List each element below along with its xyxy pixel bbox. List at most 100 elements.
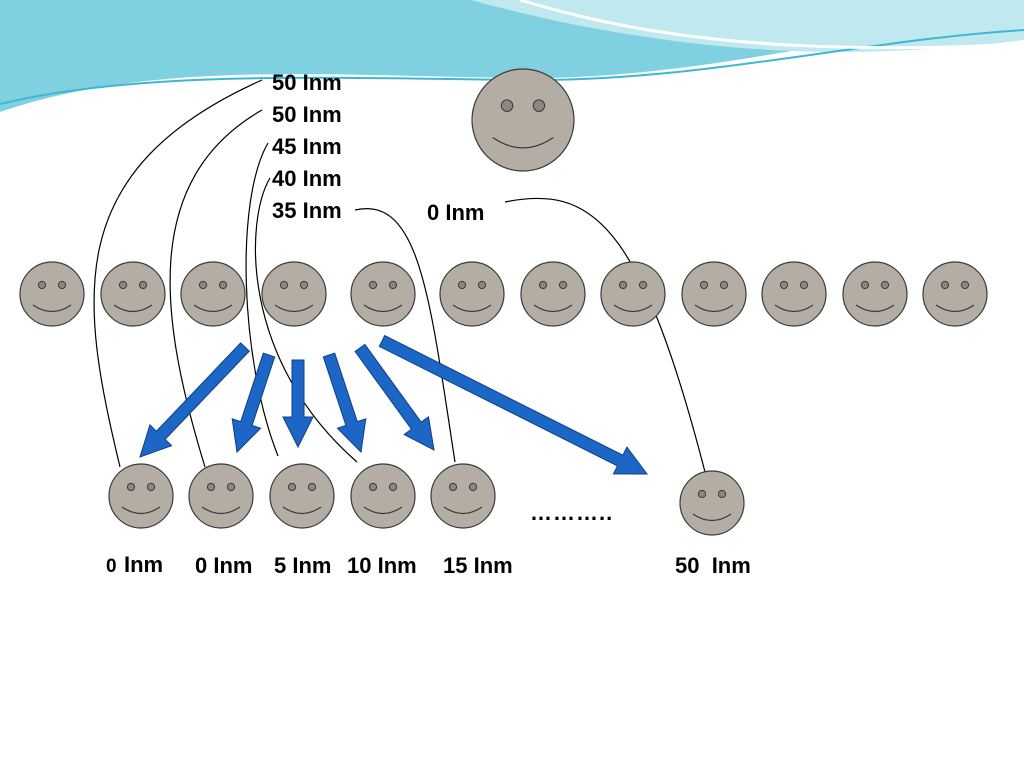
face-circle [439, 261, 505, 327]
face-circle [350, 463, 416, 529]
smiley-face-icon [600, 261, 666, 327]
face-mouth [492, 137, 554, 149]
face-eye [126, 482, 136, 492]
smiley-face-icon [439, 261, 505, 327]
face-eye [500, 99, 514, 112]
face-eye [138, 280, 148, 290]
face-mouth [774, 304, 814, 313]
face-eye [448, 482, 458, 492]
bottom-label-2: 5 Inm [274, 553, 332, 578]
face-mouth [692, 513, 732, 522]
smiley-face-icon [471, 68, 575, 172]
face-eye [618, 280, 628, 290]
face-circle [471, 68, 575, 172]
face-eye [388, 482, 398, 492]
bottom-label-0-prefix: 0 [106, 556, 117, 577]
arrow-icon [322, 352, 367, 454]
smiley-face-icon [842, 261, 908, 327]
face-mouth [113, 304, 153, 313]
face-circle [842, 261, 908, 327]
face-eye [697, 489, 707, 499]
face-eye [477, 280, 487, 290]
face-mouth [193, 304, 233, 313]
face-mouth [935, 304, 975, 313]
smiley-face-icon [681, 261, 747, 327]
top-stack-label-5: 35 Inm [272, 198, 342, 223]
face-mouth [363, 506, 403, 515]
face-mouth [363, 304, 403, 313]
face-circle [261, 261, 327, 327]
face-eye [960, 280, 970, 290]
face-eye [206, 482, 216, 492]
face-mouth [452, 304, 492, 313]
arrow-icon [231, 352, 276, 454]
face-eye [799, 280, 809, 290]
face-mouth [533, 304, 573, 313]
arrow-icon [378, 334, 649, 475]
smiley-face-icon [430, 463, 496, 529]
smiley-face-icon [922, 261, 988, 327]
faces-layer [19, 68, 988, 536]
face-circle [430, 463, 496, 529]
face-eye [457, 280, 467, 290]
face-circle [19, 261, 85, 327]
smiley-face-icon [100, 261, 166, 327]
face-circle [679, 470, 745, 536]
bottom-label-last: 50 Inm [675, 553, 751, 578]
face-eye [538, 280, 548, 290]
face-mouth [443, 506, 483, 515]
top-stack-label-1: 50 Inm [272, 70, 342, 95]
face-circle [180, 261, 246, 327]
curve-f [504, 197, 706, 473]
bottom-label-3: 10 Inm [347, 553, 417, 578]
face-eye [279, 280, 289, 290]
face-eye [468, 482, 478, 492]
face-eye [226, 482, 236, 492]
face-circle [108, 463, 174, 529]
face-mouth [855, 304, 895, 313]
smiley-face-icon [679, 470, 745, 536]
smiley-face-icon [350, 261, 416, 327]
curve-e [354, 208, 456, 463]
header-waves [0, 0, 1024, 112]
smiley-face-icon [520, 261, 586, 327]
smiley-face-icon [180, 261, 246, 327]
face-eye [307, 482, 317, 492]
face-mouth [694, 304, 734, 313]
face-mouth [32, 304, 72, 313]
face-circle [600, 261, 666, 327]
face-eye [779, 280, 789, 290]
wave-mid [470, 0, 1024, 52]
face-eye [388, 280, 398, 290]
curve-c [245, 142, 279, 457]
face-mouth [613, 304, 653, 313]
arrows-layer [139, 334, 649, 475]
face-circle [269, 463, 335, 529]
face-circle [520, 261, 586, 327]
wave-line-2 [519, 0, 1024, 50]
smiley-face-icon [350, 463, 416, 529]
face-eye [218, 280, 228, 290]
face-eye [118, 280, 128, 290]
face-eye [940, 280, 950, 290]
face-eye [299, 280, 309, 290]
curve-d [254, 177, 358, 463]
top-stack-label-2: 50 Inm [272, 102, 342, 127]
smiley-face-icon [108, 463, 174, 529]
curve-a [93, 79, 263, 468]
smiley-face-icon [19, 261, 85, 327]
bottom-label-1: 0 Inm [195, 553, 253, 578]
face-eye [198, 280, 208, 290]
face-eye [287, 482, 297, 492]
face-circle [681, 261, 747, 327]
bottom-label-0-suffix: Inm [124, 552, 164, 577]
top-face-label: 0 Inm [427, 200, 485, 225]
smiley-face-icon [761, 261, 827, 327]
face-eye [880, 280, 890, 290]
face-eye [146, 482, 156, 492]
top-stack-label-4: 40 Inm [272, 166, 342, 191]
face-eye [532, 99, 546, 112]
ellipsis: ……….. [530, 500, 614, 525]
face-eye [860, 280, 870, 290]
